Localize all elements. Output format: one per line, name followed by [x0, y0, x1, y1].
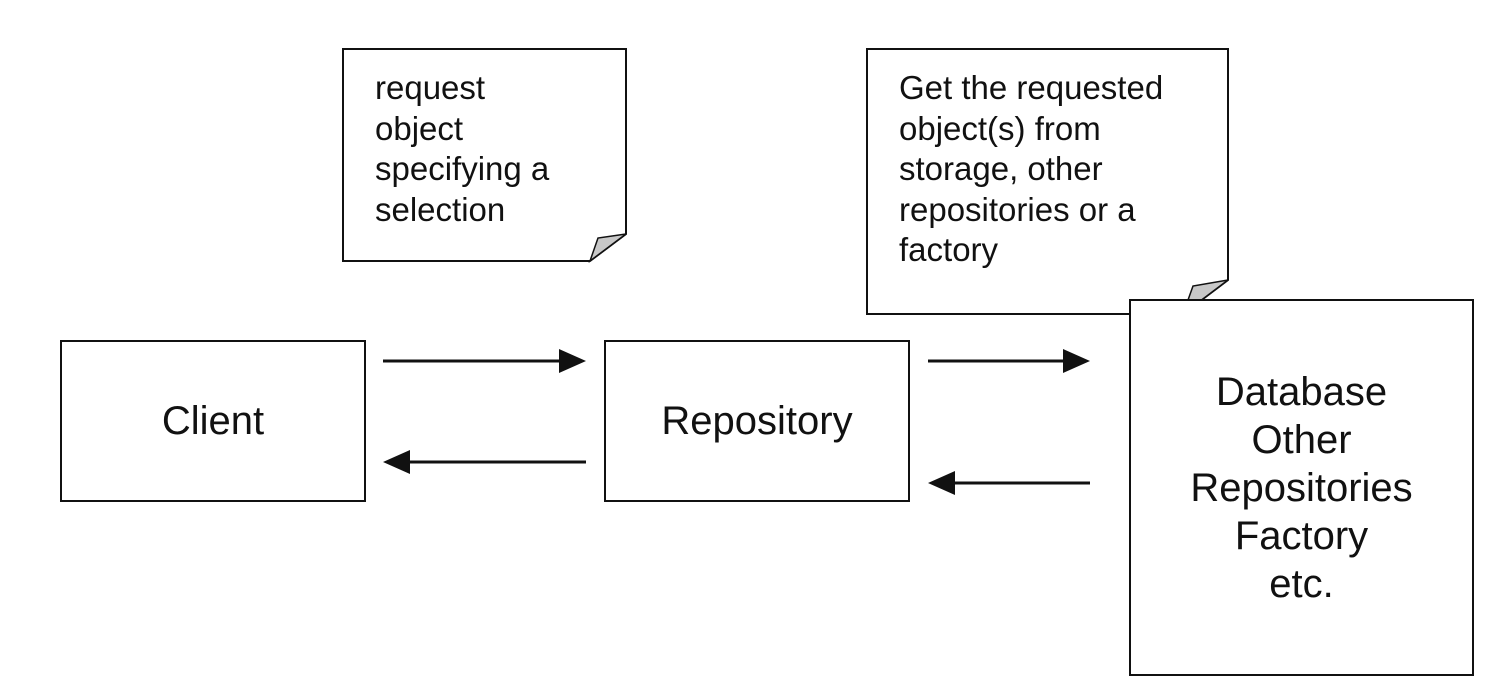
data-sources-line: Other: [1251, 417, 1352, 462]
client-box: Client: [60, 340, 366, 502]
request-note: request object specifying a selection: [342, 48, 628, 264]
data-sources-line: etc.: [1269, 561, 1334, 606]
arrow-repository-to-client: [383, 450, 586, 474]
data-sources-box: Database Other Repositories Factory etc.: [1129, 299, 1474, 676]
get-objects-note: Get the requested object(s) from storage…: [866, 48, 1230, 317]
request-note-line: object: [375, 109, 464, 147]
get-objects-note-line: repositories or a: [899, 190, 1136, 228]
get-objects-note-line: factory: [899, 231, 999, 268]
client-label: Client: [161, 399, 265, 443]
get-objects-note-line: object(s) from: [899, 109, 1101, 147]
request-note-line: specifying a: [375, 150, 550, 187]
repository-box: Repository: [604, 340, 910, 502]
arrow-repository-to-data-sources: [928, 349, 1090, 373]
request-note-shape: [342, 48, 627, 264]
repository-label: Repository: [661, 399, 853, 443]
request-note-text: request object specifying a selection: [375, 68, 549, 230]
request-note-line: request: [375, 69, 486, 106]
get-objects-note-shape: [866, 48, 1229, 317]
request-note-line: selection: [375, 190, 506, 228]
data-sources-line: Factory: [1234, 513, 1369, 558]
request-note-fold: [588, 233, 627, 264]
data-sources-line: Database: [1215, 369, 1388, 414]
get-objects-note-line: storage, other: [899, 150, 1103, 187]
arrow-client-to-repository: [383, 349, 586, 373]
get-objects-note-line: Get the requested: [899, 69, 1164, 106]
get-objects-note-text: Get the requested object(s) from storage…: [899, 68, 1163, 271]
data-sources-line: Repositories: [1190, 465, 1413, 510]
arrow-data-sources-to-repository: [928, 471, 1090, 495]
